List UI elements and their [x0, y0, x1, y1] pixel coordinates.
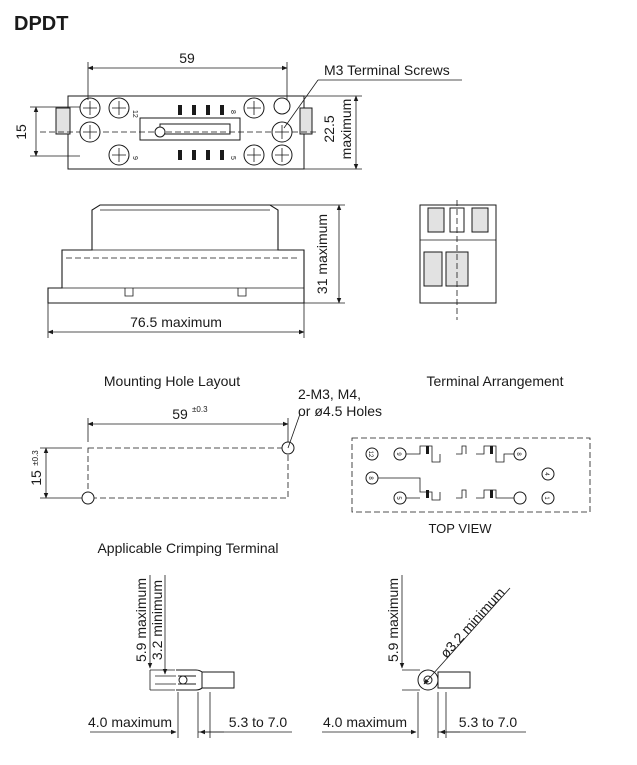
terminal-number: 9 [395, 452, 401, 456]
hole-note-2: or ø4.5 Holes [298, 403, 382, 419]
side-view: 31 maximum 76.5 maximum [47, 204, 345, 338]
terminal-heading: Terminal Arrangement [427, 373, 564, 389]
top-view-caption: TOP VIEW [428, 521, 492, 536]
dim-height-side-label: 31 maximum [314, 214, 330, 294]
terminal-number: 5 [395, 496, 401, 500]
crimping-heading: Applicable Crimping Terminal [97, 540, 278, 556]
pin-label: 5 [229, 156, 236, 160]
dim-height-right-label: 22.5 [321, 115, 337, 142]
pin-label: 9 [131, 156, 138, 160]
crimp-left-dim-b: 3.2 minimum [149, 580, 165, 660]
crimping-terminal: Applicable Crimping Terminal 5.9 maximum… [88, 540, 526, 738]
crimp-right-dim-d: 5.3 to 7.0 [459, 714, 518, 730]
dim-width-label: 59 [179, 50, 195, 66]
pin-label: 8 [229, 110, 236, 114]
dim-height-left-label: 15 [13, 124, 29, 140]
terminal-screws-callout: M3 Terminal Screws [324, 62, 450, 78]
top-view: 12 8 9 5 59 15 22.5 maximum M3 Terminal … [13, 50, 462, 170]
crimp-left-dim-c: 4.0 maximum [88, 714, 172, 730]
crimp-right-dim-c: 4.0 maximum [323, 714, 407, 730]
mount-dim-width-label: 59 [172, 406, 188, 422]
terminal-number: 8 [515, 452, 521, 456]
crimp-right-dim-b: ø3.2 minimum [437, 584, 508, 661]
terminal-number: 12 [367, 451, 373, 458]
terminal-number: 4 [543, 472, 549, 476]
dim-length-label: 76.5 maximum [130, 314, 222, 330]
mount-dim-height-label: 15 [28, 470, 44, 486]
end-view [419, 200, 497, 320]
crimp-left-dim-d: 5.3 to 7.0 [229, 714, 288, 730]
crimp-left-dim-a: 5.9 maximum [133, 578, 149, 662]
ring-terminal-icon [417, 669, 471, 691]
mount-dim-height-tol: ±0.3 [31, 450, 40, 466]
fork-terminal-icon [176, 669, 235, 691]
terminal-number: 8 [367, 476, 373, 480]
terminal-arrangement: Terminal Arrangement 12 9 8 4 8 5 1 TOP … [351, 373, 591, 536]
terminal-number: 1 [543, 496, 549, 500]
mounting-hole-layout: Mounting Hole Layout 59 ±0.3 15 ±0.3 2-M… [28, 373, 382, 505]
terminal-screw-icon [79, 97, 293, 166]
page-title: DPDT [14, 13, 68, 35]
pin-label: 12 [131, 110, 138, 118]
crimp-right-dim-a: 5.9 maximum [385, 578, 401, 662]
dim-height-right-note: maximum [338, 99, 354, 160]
mounting-heading: Mounting Hole Layout [104, 373, 240, 389]
hole-note-1: 2-M3, M4, [298, 386, 361, 402]
mount-dim-width-tol: ±0.3 [192, 405, 208, 414]
